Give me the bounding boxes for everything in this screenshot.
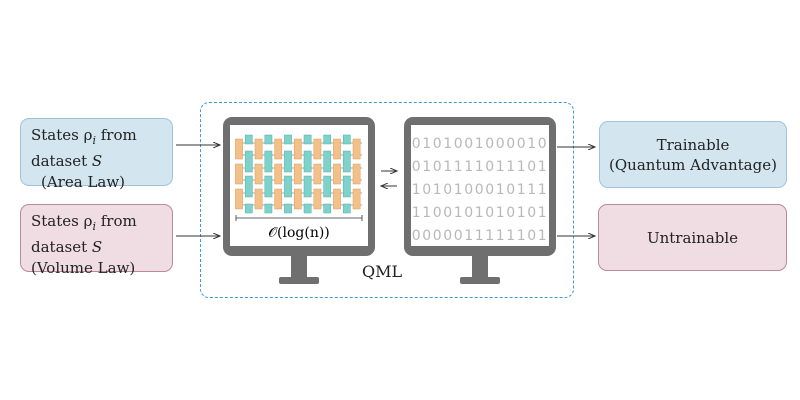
edge-gate <box>284 203 292 214</box>
output-box-trainable: Trainable (Quantum Advantage) <box>599 121 787 188</box>
classical-monitor-icon <box>404 117 556 284</box>
two-qubit-gate <box>254 188 263 210</box>
edge-gate <box>303 203 312 214</box>
edge-gate <box>264 134 273 145</box>
bit-row: 0101111011101 <box>412 159 549 175</box>
input-box-area-law: States ρi from dataset S (Area Law) <box>20 118 173 191</box>
two-qubit-gate <box>274 163 283 185</box>
input-text-line3: (Volume Law) <box>31 259 136 277</box>
two-qubit-gate <box>293 188 302 210</box>
two-qubit-gate <box>342 175 351 198</box>
two-qubit-gate <box>293 138 302 160</box>
output-box-untrainable: Untrainable <box>598 204 787 271</box>
input-text-line2: dataset S <box>31 152 103 170</box>
two-qubit-gate <box>313 138 322 160</box>
output-untrainable-label: Untrainable <box>646 228 739 247</box>
circuit-complexity-label: 𝒪(log(n)) <box>268 225 330 241</box>
two-qubit-gate <box>284 175 292 198</box>
two-qubit-gate <box>293 163 302 185</box>
input-text-line1: States ρi from <box>31 212 137 233</box>
bit-row: 1010100010111 <box>412 182 549 198</box>
input-box-volume-law: States ρi from dataset S (Volume Law) <box>20 204 173 277</box>
two-qubit-gate <box>264 175 273 198</box>
two-qubit-gate <box>352 163 361 185</box>
edge-gate <box>244 203 253 214</box>
qml-label: QML <box>362 262 403 281</box>
edge-gate <box>244 134 253 145</box>
two-qubit-gate <box>274 138 283 160</box>
input-text-line2: dataset S <box>31 238 103 256</box>
edge-gate <box>323 134 332 145</box>
input-text-line3: (Area Law) <box>41 173 126 191</box>
two-qubit-gate <box>244 175 253 198</box>
two-qubit-gate <box>303 175 312 198</box>
two-qubit-gate <box>274 188 283 210</box>
edge-gate <box>323 203 332 214</box>
bit-row: 0101001000010 <box>412 136 549 152</box>
bit-row: 1100101010101 <box>412 205 549 221</box>
output-trainable-line1: Trainable <box>656 135 730 154</box>
bit-grid: 0101001000010 0101111011101 101010001011… <box>412 136 549 244</box>
two-qubit-gate <box>235 138 243 160</box>
two-qubit-gate <box>333 188 341 210</box>
two-qubit-gate <box>244 150 253 173</box>
two-qubit-gate <box>235 163 243 185</box>
two-qubit-gate <box>303 150 312 173</box>
edge-gate <box>342 134 351 145</box>
two-qubit-gate <box>323 175 332 198</box>
two-qubit-gate <box>313 163 322 185</box>
edge-gate <box>264 203 273 214</box>
output-trainable-line2: (Quantum Advantage) <box>609 155 777 174</box>
two-qubit-gate <box>264 150 273 173</box>
two-qubit-gate <box>235 188 243 210</box>
two-qubit-gate <box>254 138 263 160</box>
two-qubit-gate <box>342 150 351 173</box>
two-qubit-gate <box>284 150 292 173</box>
two-qubit-gate <box>352 188 361 210</box>
edge-gate <box>342 203 351 214</box>
input-text-line1: States ρi from <box>31 126 137 147</box>
quantum-circuit <box>235 134 362 214</box>
edge-gate <box>284 134 292 145</box>
two-qubit-gate <box>352 138 361 160</box>
two-qubit-gate <box>333 163 341 185</box>
bit-row: 0000011111101 <box>412 228 549 244</box>
circuit-depth-brace <box>235 215 363 221</box>
two-qubit-gate <box>323 150 332 173</box>
two-qubit-gate <box>254 163 263 185</box>
two-qubit-gate <box>313 188 322 210</box>
qml-frame <box>200 102 574 298</box>
edge-gate <box>303 134 312 145</box>
two-qubit-gate <box>333 138 341 160</box>
